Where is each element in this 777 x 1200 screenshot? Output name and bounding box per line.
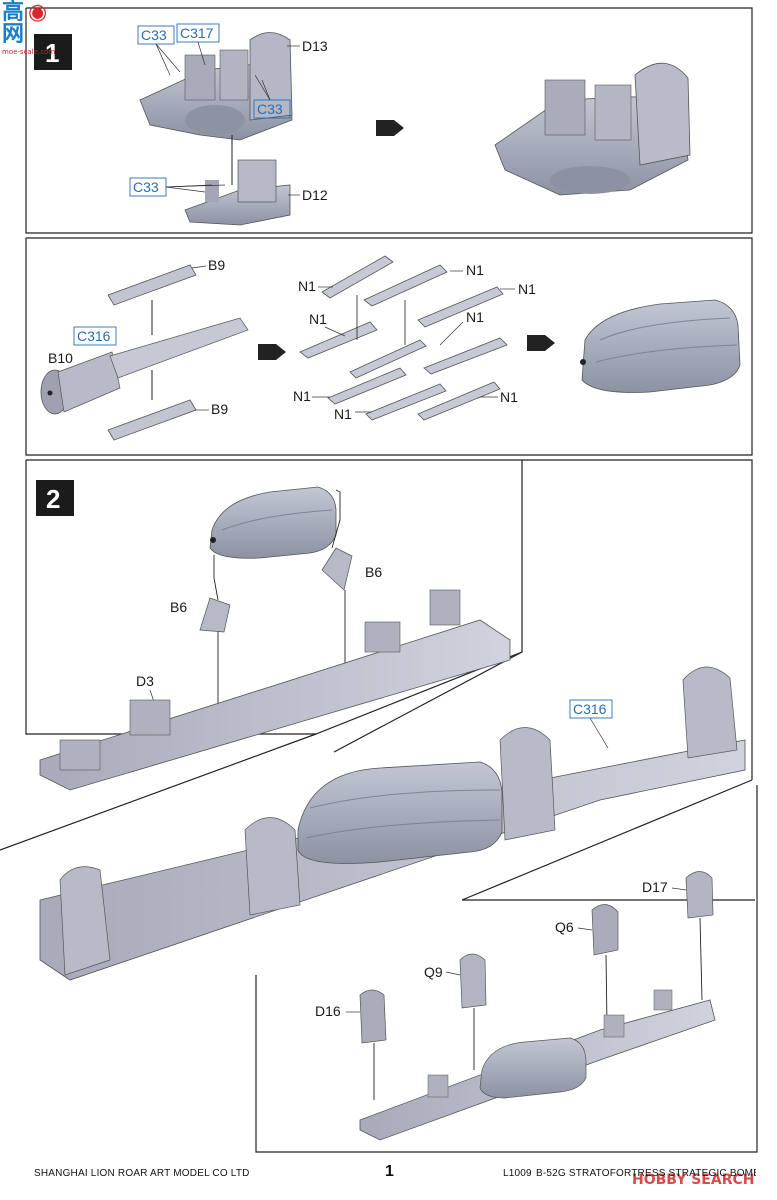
step-1b: C316 B9 B10 B9 (40, 255, 741, 441)
step-1-number: 1 (45, 38, 59, 68)
label-d17: D17 (642, 879, 668, 895)
part-d16 (359, 989, 387, 1044)
label-d16: D16 (315, 1003, 341, 1019)
label-d3: D3 (136, 673, 154, 689)
label-c317: C317 (180, 25, 214, 41)
part-b9-top (107, 264, 197, 306)
part-d12 (184, 159, 291, 226)
step-1-badge (34, 34, 72, 70)
footer-company: SHANGHAI LION ROAR ART MODEL CO LTD (34, 1168, 250, 1179)
watermark-top-site: moe-scale.com (2, 48, 56, 56)
label-c316-b: C316 (573, 701, 607, 717)
label-b10: B10 (48, 350, 73, 366)
label-c316-a: C316 (77, 328, 111, 344)
cluster-step2 (209, 486, 337, 559)
arrow-step1 (376, 120, 404, 136)
step-2-number: 2 (46, 484, 60, 514)
part-b9-bottom (107, 399, 197, 441)
part-b6-right (321, 547, 353, 591)
part-d17 (685, 871, 714, 919)
part-q6 (591, 904, 619, 956)
part-b10 (40, 317, 249, 415)
label-n1-h: N1 (500, 389, 518, 405)
step-1-result (494, 62, 691, 196)
c33-b-box (253, 99, 291, 119)
label-n1-b: N1 (466, 262, 484, 278)
arrow-step1b-a (258, 344, 286, 360)
label-b6-left: B6 (170, 599, 187, 615)
label-c33-b: C33 (257, 101, 283, 117)
footer-title: B-52G STRATOFORTRESS STRATEGIC BOMBER (536, 1168, 756, 1179)
label-n1-d: N1 (309, 311, 327, 327)
label-q6: Q6 (555, 919, 574, 935)
fuselage-middle (39, 666, 746, 981)
label-n1-f: N1 (293, 388, 311, 404)
label-n1-c: N1 (518, 281, 536, 297)
label-n1-g: N1 (334, 406, 352, 422)
step-2: 2 B6 B6 D3 (36, 480, 746, 1141)
arrow-step1b-b (527, 335, 555, 351)
bomb-bay-deck-upper (39, 589, 511, 791)
label-b9-bottom: B9 (211, 401, 228, 417)
n1-cluster-assembled (580, 299, 741, 393)
watermark-top-glyphs: 高 (2, 0, 29, 25)
c316-box-b (569, 699, 613, 719)
panel-frames (0, 7, 758, 1153)
n1-missiles-exploded (299, 255, 508, 421)
fuselage-lower (359, 989, 716, 1141)
part-q9 (459, 953, 487, 1009)
part-b6-left (199, 597, 231, 633)
step-2-badge (36, 480, 74, 516)
footer-code: L1009 (503, 1168, 532, 1179)
step-1: 1 C33 C31 (34, 23, 691, 226)
label-d13: D13 (302, 38, 328, 54)
c316-box-a (73, 326, 117, 346)
label-b6-right: B6 (365, 564, 382, 580)
watermark-bottom: HOBBY SEARCH (632, 1172, 755, 1188)
label-c33-a: C33 (141, 27, 167, 43)
label-d12: D12 (302, 187, 328, 203)
page-number: 1 (385, 1163, 394, 1180)
label-c33-c: C33 (133, 179, 159, 195)
label-n1-a: N1 (298, 278, 316, 294)
label-n1-e: N1 (466, 309, 484, 325)
label-b9-top: B9 (208, 257, 225, 273)
watermark-top: 高◉网 moe-scale.com (2, 0, 74, 57)
part-d13-assembly (139, 32, 293, 141)
label-q9: Q9 (424, 964, 443, 980)
